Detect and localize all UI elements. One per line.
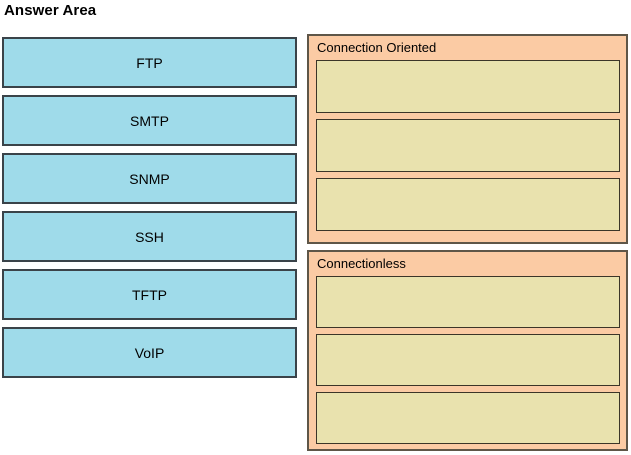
panel-heading: Connection Oriented bbox=[317, 40, 437, 55]
dropzone-connectionless-1[interactable] bbox=[316, 276, 620, 328]
dropzone-connection-oriented-2[interactable] bbox=[316, 119, 620, 172]
source-tile-voip[interactable]: VoIP bbox=[2, 327, 297, 378]
source-tile-label: SMTP bbox=[130, 112, 169, 129]
dropzone-connectionless-2[interactable] bbox=[316, 334, 620, 386]
source-tile-label: VoIP bbox=[134, 344, 165, 361]
target-panel-connection-oriented[interactable]: Connection Oriented bbox=[307, 34, 628, 244]
dropzone-stack bbox=[316, 60, 620, 231]
source-tile-label: FTP bbox=[136, 54, 163, 71]
dropzone-connectionless-3[interactable] bbox=[316, 392, 620, 444]
source-tile-label: SSH bbox=[135, 228, 164, 245]
source-item-list: FTP SMTP SNMP SSH TFTP VoIP bbox=[2, 37, 297, 378]
page-title: Answer Area bbox=[4, 2, 97, 19]
source-tile-snmp[interactable]: SNMP bbox=[2, 153, 297, 204]
target-panel-connectionless[interactable]: Connectionless bbox=[307, 250, 628, 451]
panel-heading: Connectionless bbox=[317, 256, 406, 271]
source-tile-label: TFTP bbox=[132, 286, 167, 303]
dropzone-connection-oriented-1[interactable] bbox=[316, 60, 620, 113]
source-tile-ftp[interactable]: FTP bbox=[2, 37, 297, 88]
source-tile-ssh[interactable]: SSH bbox=[2, 211, 297, 262]
source-tile-label: SNMP bbox=[129, 170, 170, 187]
dropzone-connection-oriented-3[interactable] bbox=[316, 178, 620, 231]
dropzone-stack bbox=[316, 276, 620, 444]
source-tile-smtp[interactable]: SMTP bbox=[2, 95, 297, 146]
source-tile-tftp[interactable]: TFTP bbox=[2, 269, 297, 320]
